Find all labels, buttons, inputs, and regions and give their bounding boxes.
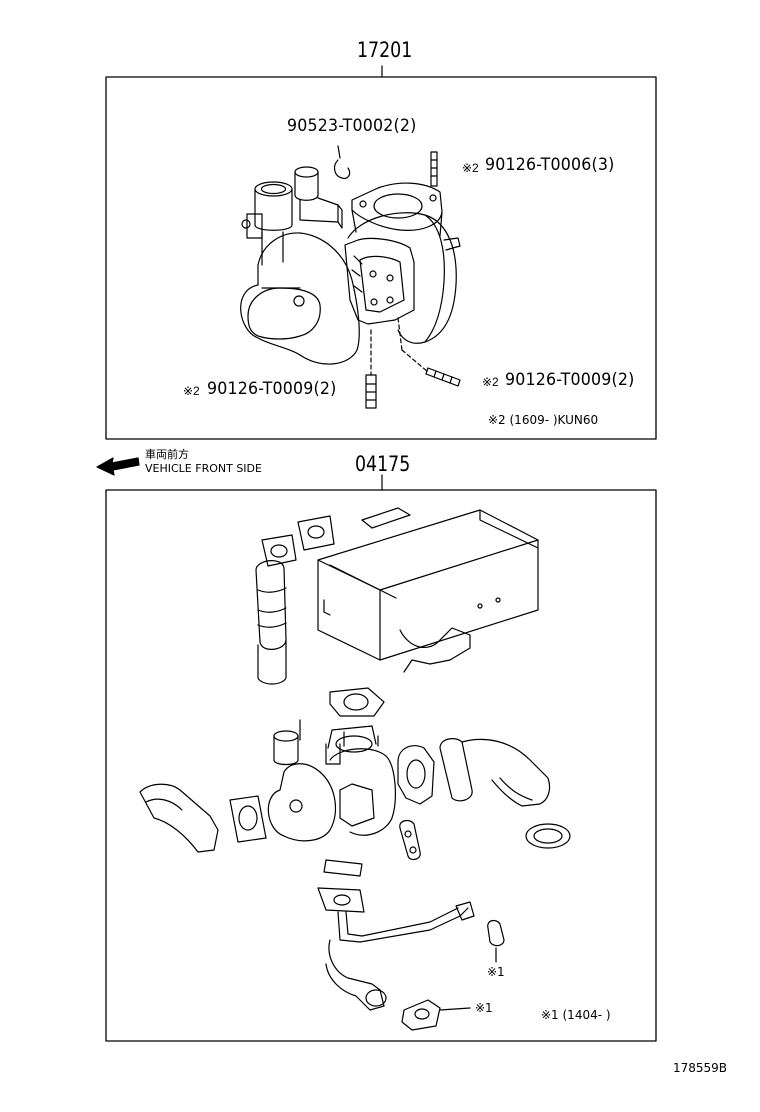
note-mark-2a: ※2 <box>462 161 479 175</box>
direction-label-jp: 車両前方 <box>145 448 189 461</box>
figure-id: 178559B <box>673 1061 728 1075</box>
group1-title: 17201 <box>357 38 413 62</box>
front-arrow-icon <box>96 457 140 476</box>
group2-footnote: ※1 (1404- ) <box>541 1008 611 1022</box>
note-mark-2b: ※2 <box>183 384 200 398</box>
part-number-90126-t0009-right: 90126-T0009(2) <box>505 370 635 390</box>
part-number-90126-t0009-left: 90126-T0009(2) <box>207 379 337 399</box>
kit-exploded-drawing <box>139 507 571 1031</box>
part-number-90523: 90523-T0002(2) <box>287 116 417 136</box>
direction-label-en: VEHICLE FRONT SIDE <box>145 462 262 475</box>
turbocharger-drawing <box>240 145 461 409</box>
group2-frame <box>105 489 657 1042</box>
group1-footnote: ※2 (1609- )KUN60 <box>488 413 599 427</box>
note-mark-2c: ※2 <box>482 375 499 389</box>
part-number-90126-t0006: 90126-T0006(3) <box>485 155 615 175</box>
group1-frame <box>105 76 657 440</box>
group2-title: 04175 <box>355 452 411 476</box>
marker-gasket: ※1 <box>475 1001 493 1015</box>
marker-clip: ※1 <box>487 965 505 979</box>
